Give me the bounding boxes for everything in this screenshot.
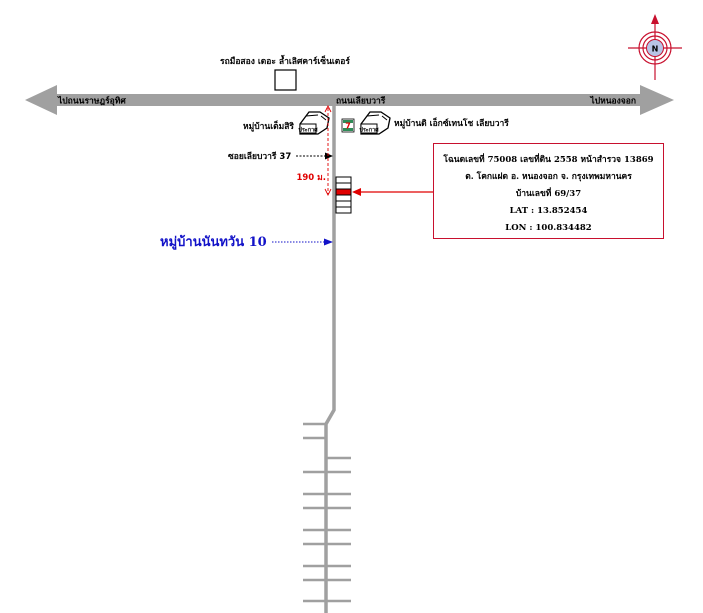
compass-icon: N bbox=[628, 14, 682, 80]
soi-arrow bbox=[325, 152, 333, 160]
seven-eleven-icon: 7 bbox=[341, 118, 355, 133]
deed-line: โฉนดเลขที่ 75008 เลขที่ดิน 2558 หน้าสำรว… bbox=[443, 155, 654, 165]
road-right-label: ไปหนองจอก bbox=[589, 96, 636, 107]
land-plot bbox=[335, 176, 352, 214]
sign-left-text: ประกาศ bbox=[298, 126, 318, 134]
village-blue-label: หมู่บ้านนันทวัน 10 bbox=[160, 234, 267, 250]
sign-icon: ประกาศ bbox=[298, 111, 330, 135]
village-right-label: หมู่บ้านดิ เอ็กซ์เทนโช เลียบวารี bbox=[394, 116, 509, 129]
address-line: ต. โคกแฝด อ. หนองจอก จ. กรุงเทพมหานคร bbox=[465, 172, 632, 182]
pointer-arrow bbox=[352, 188, 361, 196]
latitude-line: LAT : 13.852454 bbox=[509, 206, 588, 216]
road-left-label: ไปถนนราษฎร์อุทิศ bbox=[57, 96, 126, 107]
compass-north-label: N bbox=[652, 45, 659, 54]
target-plot-marker bbox=[336, 189, 351, 195]
main-road bbox=[25, 85, 674, 115]
soi-label: ซอยเลียบวารี 37 bbox=[228, 151, 291, 162]
road-center-label: ถนนเลียบวารี bbox=[336, 96, 386, 107]
village-blue-arrow bbox=[324, 238, 333, 246]
house-number-line: บ้านเลขที่ 69/37 bbox=[515, 189, 582, 199]
distance-label: 190 ม. bbox=[296, 173, 326, 183]
branch-sois bbox=[303, 422, 351, 603]
property-info-box: โฉนดเลขที่ 75008 เลขที่ดิน 2558 หน้าสำรว… bbox=[433, 143, 664, 239]
sign-right-text: ประกาศ bbox=[359, 126, 379, 134]
distance-arrow-top bbox=[324, 104, 332, 113]
distance-arrow-bottom bbox=[324, 188, 332, 197]
landmark-box bbox=[274, 69, 297, 91]
side-road bbox=[324, 106, 336, 613]
sign-icon: ประกาศ bbox=[359, 111, 391, 135]
seven-eleven-text: 7 bbox=[345, 122, 351, 131]
longitude-line: LON : 100.834482 bbox=[505, 223, 592, 233]
village-left-label: หมู่บ้านเต็มสิริ bbox=[243, 119, 294, 132]
landmark-label: รถมือสอง เดอะ ลํ้าเลิศคาร์เซ็นเตอร์ bbox=[220, 54, 350, 67]
